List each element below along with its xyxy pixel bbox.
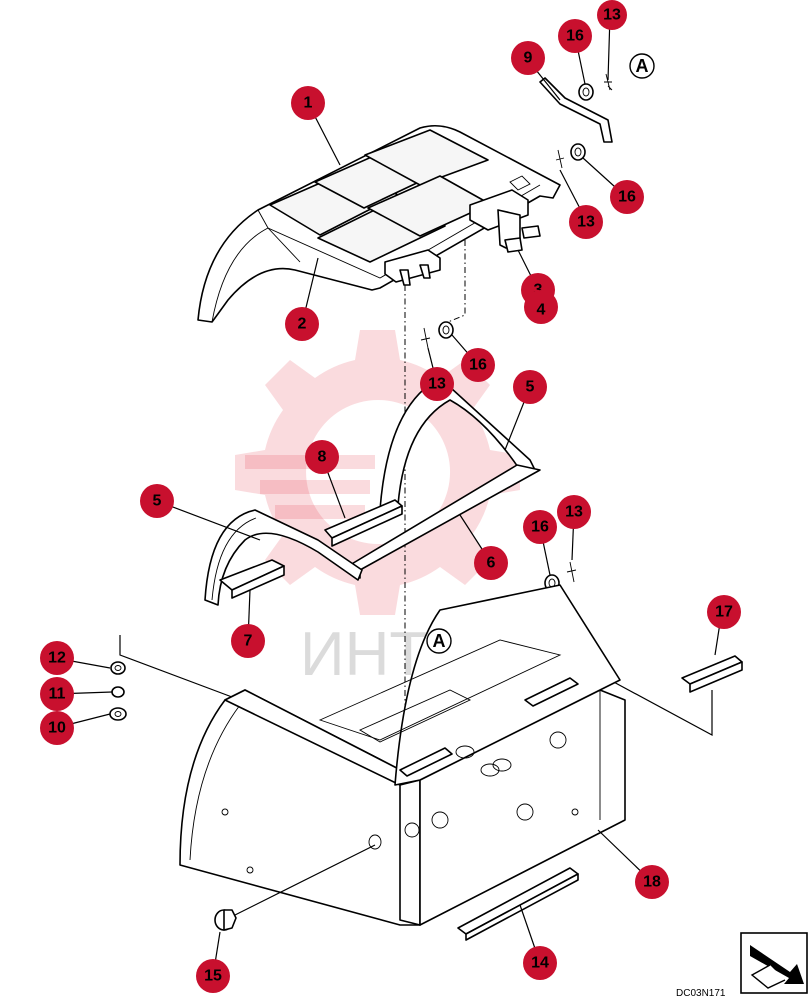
callout-1: 1 [291,86,325,120]
callout-13-center: 13 [420,367,454,401]
svg-text:17: 17 [715,604,733,621]
callout-10: 10 [40,711,74,745]
bent-rod [539,73,613,169]
svg-text:5: 5 [526,379,535,396]
callout-16-right: 16 [610,180,644,214]
callout-16-top: 16 [558,19,592,53]
callout-18: 18 [635,865,669,899]
callout-14: 14 [523,946,557,980]
callout-5-upper: 5 [513,370,547,404]
seat-base-box [179,584,626,926]
side-strip [681,655,743,693]
callout-17: 17 [707,595,741,629]
svg-text:10: 10 [48,720,66,737]
svg-text:13: 13 [577,214,595,231]
plug [214,844,376,931]
svg-text:13: 13 [603,7,621,24]
callout-13-top: 13 [597,0,627,30]
svg-text:1: 1 [304,95,313,112]
reference-mark-body: A [426,628,452,654]
svg-text:5: 5 [153,493,162,510]
callout-6: 6 [474,546,508,580]
center-hardware [420,321,454,349]
svg-text:13: 13 [428,376,446,393]
callout-5-lower: 5 [140,484,174,518]
svg-text:13: 13 [565,504,583,521]
drawing-code: DC03N171 [676,988,726,999]
callout-12: 12 [40,641,74,675]
callout-15: 15 [196,959,230,993]
callouts: 1 2 3 4 5 5 6 7 8 9 10 11 12 13 13 13 13… [40,0,741,993]
callout-2: 2 [285,307,319,341]
callout-11: 11 [40,677,74,711]
callout-7: 7 [231,624,265,658]
callout-13-right: 13 [569,205,603,239]
callout-16-lower: 16 [523,510,557,544]
bottom-strip [457,867,579,941]
reference-mark-top: A [629,53,655,79]
callout-9: 9 [511,41,545,75]
reference-mark-top-label: A [636,56,649,76]
svg-text:16: 16 [469,357,487,374]
callout-16-center: 16 [461,348,495,382]
reference-mark-body-label: A [433,631,446,651]
svg-text:16: 16 [566,28,584,45]
orientation-arrow-box [740,932,808,994]
top-cover [197,124,561,323]
svg-text:2: 2 [298,316,307,333]
svg-text:8: 8 [318,449,327,466]
callout-13-lower: 13 [557,495,591,529]
svg-text:4: 4 [537,302,546,319]
svg-text:15: 15 [204,968,222,985]
callout-4: 4 [524,290,558,324]
svg-text:3: 3 [534,282,543,299]
svg-text:6: 6 [487,555,496,572]
svg-text:7: 7 [244,633,253,650]
svg-text:16: 16 [618,189,636,206]
svg-text:12: 12 [48,650,66,667]
svg-text:18: 18 [643,874,661,891]
svg-text:9: 9 [524,50,533,67]
svg-text:16: 16 [531,519,549,536]
callout-8: 8 [305,440,339,474]
svg-text:11: 11 [49,686,66,703]
svg-text:14: 14 [531,955,549,972]
washers [109,661,127,721]
